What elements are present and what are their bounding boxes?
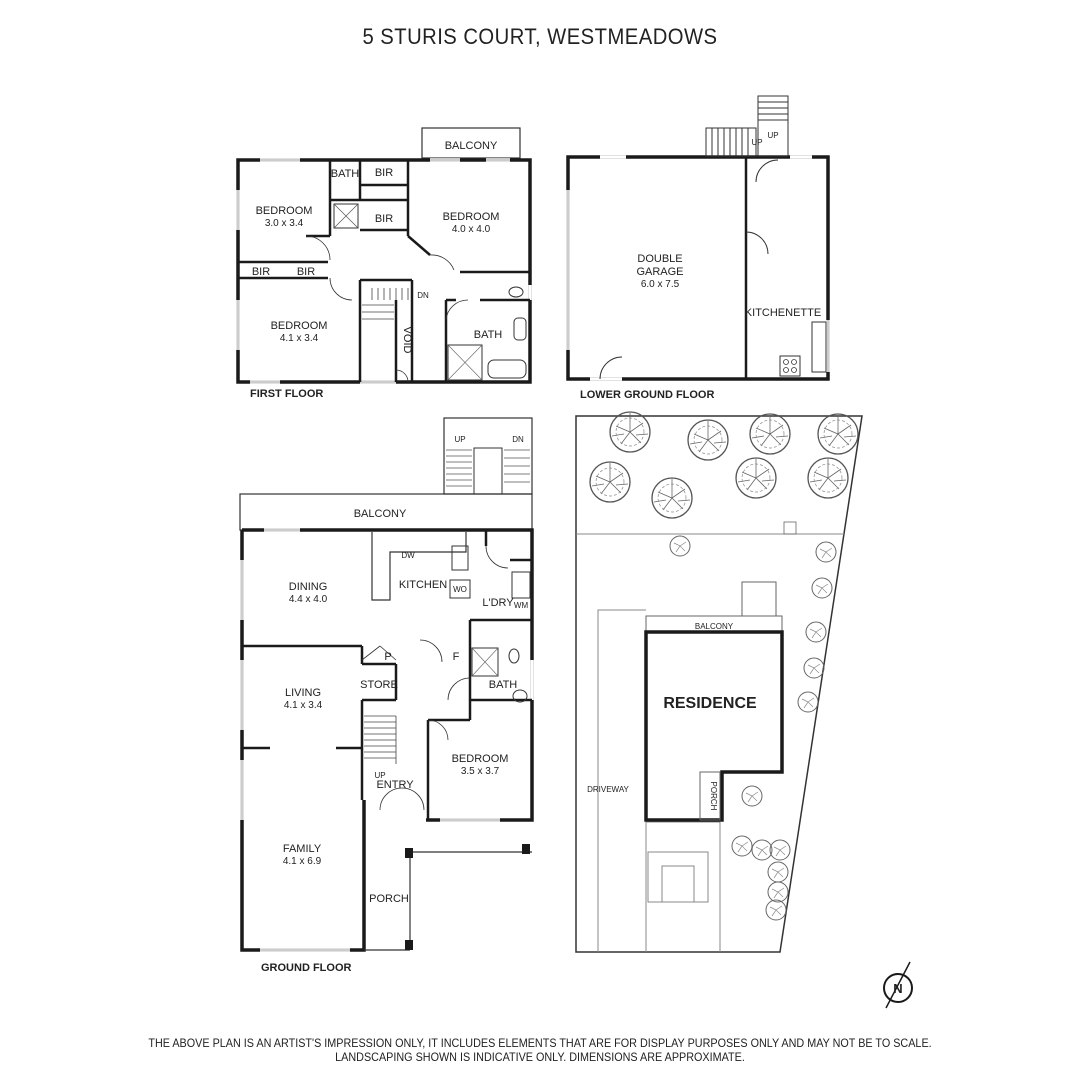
gf-stairs-dn: DN (512, 435, 524, 444)
ff-bir-label: BIR (375, 167, 393, 179)
lower-ground-floor-plan: UP UP DOUBLE GARAGE 6.0 x 7.5 KITCHENETT… (566, 95, 830, 401)
ff-bedroom-3-dim: 4.1 x 3.4 (280, 333, 319, 344)
gf-fridge-label: F (453, 651, 460, 663)
ff-bedroom-2-label: BEDROOM (443, 211, 500, 223)
lg-kitchenette-label: KITCHENETTE (745, 307, 821, 319)
gf-cooktop (451, 545, 469, 571)
gf-bedroom-dim: 3.5 x 3.7 (461, 766, 500, 777)
ff-bedroom-2-dim: 4.0 x 4.0 (452, 224, 491, 235)
ff-bath-label: BATH (474, 329, 503, 341)
site-porch-label: PORCH (709, 782, 718, 811)
disclaimer-line-1: THE ABOVE PLAN IS AN ARTIST'S IMPRESSION… (148, 1036, 932, 1050)
gf-basin (512, 689, 528, 703)
lg-garage-label-1: DOUBLE (637, 253, 682, 265)
gf-dining-dim: 4.4 x 4.0 (289, 594, 328, 605)
ff-vanity (513, 317, 527, 341)
gf-stairs-up: UP (454, 435, 465, 444)
site-porch (699, 771, 721, 821)
ff-bedroom-1-label: BEDROOM (256, 205, 313, 217)
gf-balcony-label: BALCONY (354, 508, 407, 520)
gf-stairs-up-label: UP (374, 771, 385, 780)
site-residence-label: RESIDENCE (663, 695, 757, 712)
gf-porch-label: PORCH (369, 893, 409, 905)
gf-dishwasher-label: DW (401, 551, 415, 560)
ff-bedroom-3-label: BEDROOM (271, 320, 328, 332)
gf-pantry-label: P (384, 651, 391, 663)
gf-living-dim: 4.1 x 3.4 (284, 700, 323, 711)
ff-void-label: VOID (401, 327, 413, 354)
first-floor-label: FIRST FLOOR (250, 388, 323, 400)
gf-laundry-tub (511, 571, 531, 599)
gf-family-dim: 4.1 x 6.9 (283, 856, 322, 867)
gf-kitchen-label: KITCHEN (399, 579, 447, 591)
disclaimer: THE ABOVE PLAN IS AN ARTIST'S IMPRESSION… (54, 1036, 1026, 1064)
ff-balcony (421, 127, 521, 159)
ff-bedroom-1-dim: 3.0 x 3.4 (265, 218, 304, 229)
site-balcony-label: BALCONY (695, 622, 734, 631)
gf-kitchen-bench (371, 532, 467, 601)
disclaimer-line-2: LANDSCAPING SHOWN IS INDICATIVE ONLY. DI… (335, 1050, 745, 1064)
first-floor-plan: BALCONY BATH BIR BIR BIR BIR BEDROOM 3.0… (236, 127, 532, 400)
gf-wall-oven-label: WO (453, 585, 467, 594)
lg-garage-dim: 6.0 x 7.5 (641, 279, 680, 290)
compass-north-icon: N (893, 981, 902, 996)
gf-shower (471, 647, 499, 677)
lg-outer-wall (566, 155, 830, 381)
ff-bir-label: BIR (297, 266, 315, 278)
gf-washing-machine-label: WM (514, 601, 529, 610)
gf-bath-label: BATH (489, 679, 518, 691)
gf-dining-label: DINING (289, 581, 328, 593)
ff-bathtub (487, 359, 527, 379)
ff-bir-label: BIR (375, 213, 393, 225)
gf-entry-label: ENTRY (376, 779, 414, 791)
lg-garage-label-2: GARAGE (636, 266, 683, 278)
gf-wall-oven (449, 579, 471, 599)
gf-store-label: STORE (360, 679, 398, 691)
ground-floor-label: GROUND FLOOR (261, 962, 351, 974)
lg-stairs-up: UP (767, 131, 778, 140)
ff-shower (447, 344, 483, 381)
site-boundary (575, 415, 863, 953)
gf-laundry-label: L'DRY (482, 597, 514, 609)
site-residence (644, 630, 784, 822)
ff-bir-label: BIR (252, 266, 270, 278)
gf-porch-outline (364, 851, 532, 951)
lg-stairs-up: UP (751, 138, 762, 147)
lg-cooktop (779, 355, 801, 377)
ff-linen-cupboard (333, 203, 359, 229)
ground-floor-plan: UP DN (239, 417, 534, 974)
gf-bedroom-label: BEDROOM (452, 753, 509, 765)
site-driveway-label: DRIVEWAY (587, 785, 629, 794)
plan-title: 5 STURIS COURT, WESTMEADOWS (362, 24, 718, 49)
site-plan: RESIDENCE BALCONY DRIVEWAY PORCH (575, 411, 863, 953)
ff-bath-small-label: BATH (331, 168, 360, 180)
ff-balcony-label: BALCONY (445, 140, 498, 152)
ff-stairs-dn: DN (417, 291, 429, 300)
lg-kitchenette-sink (811, 321, 827, 373)
gf-toilet (508, 648, 520, 664)
north-compass: N (883, 961, 913, 1009)
gf-living-label: LIVING (285, 687, 321, 699)
gf-family-label: FAMILY (283, 843, 322, 855)
lower-ground-floor-label: LOWER GROUND FLOOR (580, 389, 714, 401)
ff-toilet (508, 286, 524, 298)
